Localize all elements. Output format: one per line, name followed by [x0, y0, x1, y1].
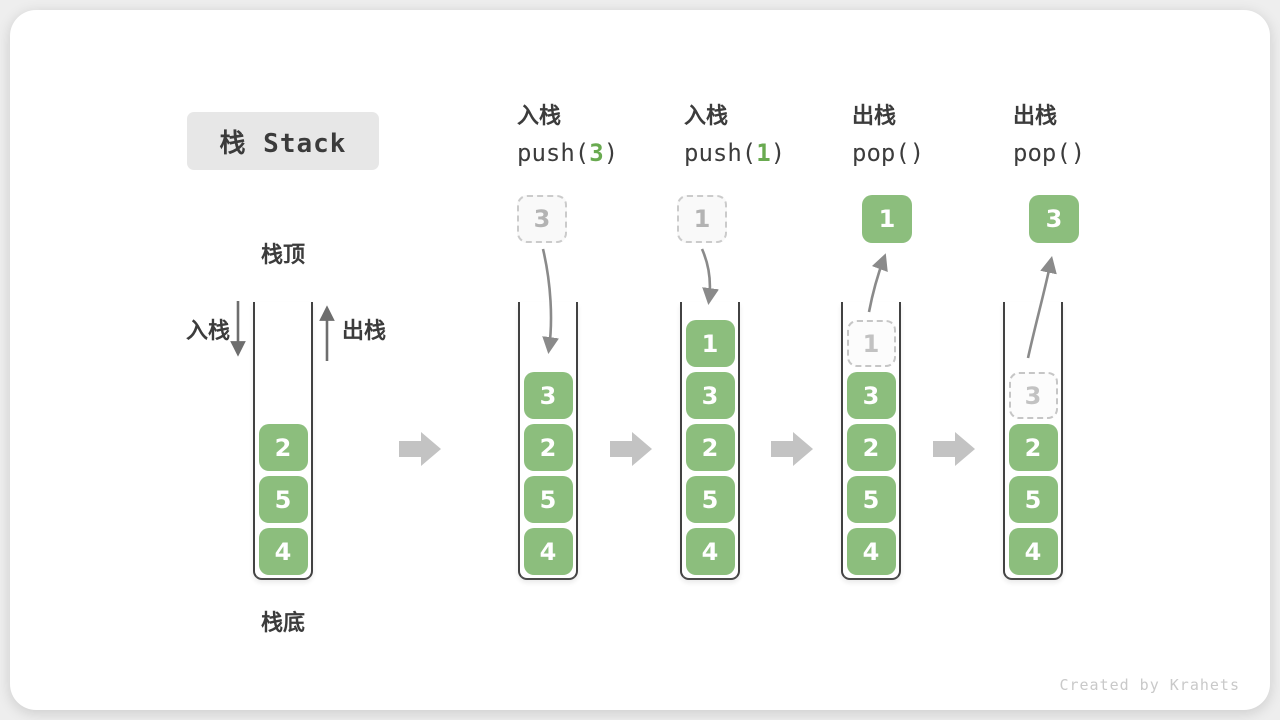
stack-cell-ghost: 1 — [846, 320, 896, 367]
op-header-pop-1: 出栈 pop() — [852, 104, 1022, 167]
stack-top-label: 栈顶 — [260, 243, 305, 268]
stack-after-push-3: 3 2 5 4 — [518, 302, 578, 580]
op-header-push-1: 入栈 push(1) — [684, 104, 854, 167]
float-value-popped-1: 1 — [862, 195, 912, 243]
stack-cell: 4 — [1008, 528, 1058, 575]
diagram-title: 栈 Stack — [187, 112, 379, 170]
stack-after-pop-1: 1 3 2 5 4 — [841, 302, 901, 580]
op-code: pop() — [1013, 139, 1086, 167]
stack-bottom-label: 栈底 — [260, 611, 305, 636]
step-arrow-icon — [933, 430, 975, 468]
stack-cell: 4 — [685, 528, 735, 575]
stack-cell: 5 — [523, 476, 573, 523]
stack-cell-ghost: 3 — [1008, 372, 1058, 419]
step-arrow-icon — [610, 430, 652, 468]
stack-cell: 3 — [846, 372, 896, 419]
op-code: pop() — [852, 139, 925, 167]
step-arrow-icon — [771, 430, 813, 468]
stack-cell: 2 — [523, 424, 573, 471]
op-code: push(3) — [517, 139, 619, 167]
stack-after-push-1: 1 3 2 5 4 — [680, 302, 740, 580]
op-code: push(1) — [684, 139, 786, 167]
op-label: 出栈 — [852, 104, 897, 129]
stack-cell: 5 — [258, 476, 308, 523]
push-side-label: 入栈 — [186, 319, 231, 344]
stack-cell: 3 — [685, 372, 735, 419]
stack-cell: 5 — [685, 476, 735, 523]
stack-cell: 5 — [846, 476, 896, 523]
stack-cell: 4 — [258, 528, 308, 575]
pop-side-label: 出栈 — [342, 319, 387, 344]
op-header-pop-3: 出栈 pop() — [1013, 104, 1183, 167]
stack-cell: 5 — [1008, 476, 1058, 523]
stack-initial: 2 5 4 — [253, 302, 313, 580]
stack-cell: 2 — [846, 424, 896, 471]
stack-cell: 1 — [685, 320, 735, 367]
op-header-push-3: 入栈 push(3) — [517, 104, 687, 167]
op-label: 出栈 — [1013, 104, 1058, 129]
float-value-dashed-1: 1 — [677, 195, 727, 243]
credit-text: Created by Krahets — [1059, 676, 1240, 694]
stack-cell: 2 — [258, 424, 308, 471]
op-label: 入栈 — [517, 104, 562, 129]
stack-cell: 4 — [523, 528, 573, 575]
stack-cell: 2 — [685, 424, 735, 471]
step-arrow-icon — [399, 430, 441, 468]
stack-cell: 3 — [523, 372, 573, 419]
float-value-dashed-3: 3 — [517, 195, 567, 243]
stack-cell: 4 — [846, 528, 896, 575]
float-value-popped-3: 3 — [1029, 195, 1079, 243]
stack-after-pop-3: 3 2 5 4 — [1003, 302, 1063, 580]
stack-cell: 2 — [1008, 424, 1058, 471]
op-label: 入栈 — [684, 104, 729, 129]
